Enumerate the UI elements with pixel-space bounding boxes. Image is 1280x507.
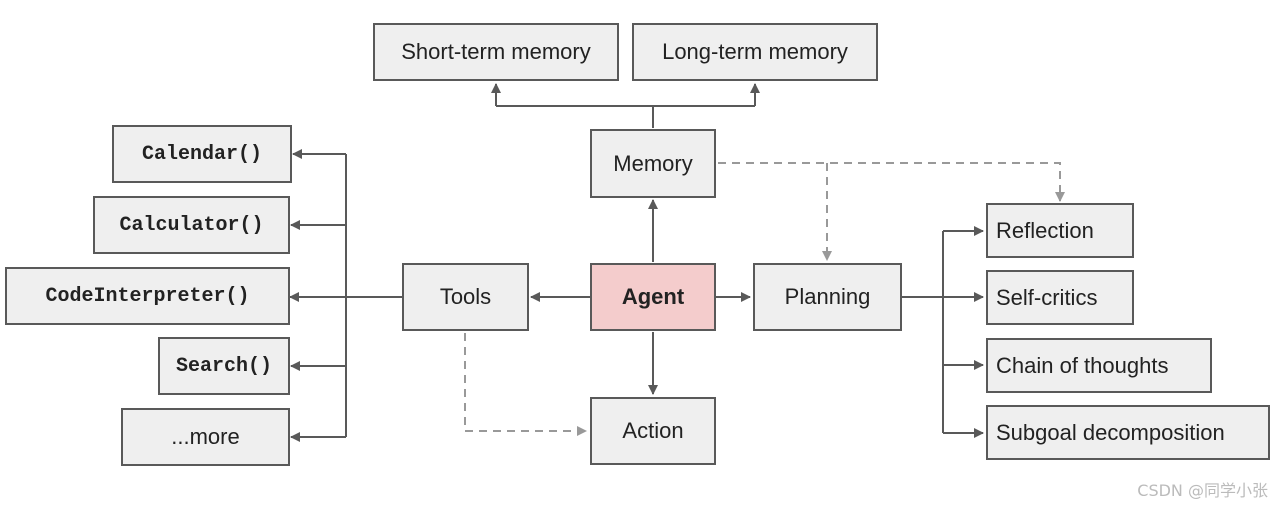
planning-node: Planning bbox=[753, 263, 902, 331]
reflection-node: Reflection bbox=[986, 203, 1134, 258]
tools-node: Tools bbox=[402, 263, 529, 331]
agent-connectors bbox=[530, 199, 751, 395]
more-tools-node: ...more bbox=[121, 408, 290, 466]
agent-node: Agent bbox=[590, 263, 716, 331]
chain-of-thoughts-node: Chain of thoughts bbox=[986, 338, 1212, 393]
code-interpreter-tool-node: CodeInterpreter() bbox=[5, 267, 290, 325]
subgoal-decomposition-node: Subgoal decomposition bbox=[986, 405, 1270, 460]
watermark: CSDN @同学小张 bbox=[1137, 481, 1268, 500]
action-node: Action bbox=[590, 397, 716, 465]
self-critics-node: Self-critics bbox=[986, 270, 1134, 325]
planning-bus-connector bbox=[902, 226, 984, 438]
memory-to-stores-connector bbox=[491, 83, 760, 128]
calendar-tool-node: Calendar() bbox=[112, 125, 292, 183]
memory-node: Memory bbox=[590, 129, 716, 198]
long-term-memory-node: Long-term memory bbox=[632, 23, 878, 81]
dashed-connectors bbox=[464, 162, 1065, 436]
tools-bus-connector bbox=[289, 149, 402, 442]
short-term-memory-node: Short-term memory bbox=[373, 23, 619, 81]
search-tool-node: Search() bbox=[158, 337, 290, 395]
calculator-tool-node: Calculator() bbox=[93, 196, 290, 254]
